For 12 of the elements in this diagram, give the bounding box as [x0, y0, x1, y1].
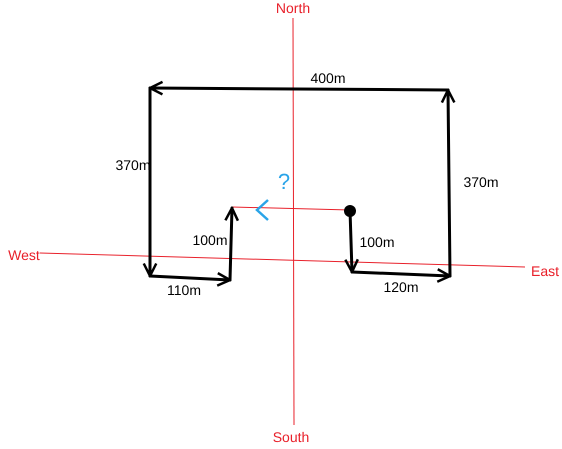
compass-label: North [276, 1, 310, 15]
start-dot [344, 205, 356, 217]
distance-label: 110m [167, 283, 201, 297]
distance-label: 100m [359, 235, 395, 249]
distance-label: 120m [383, 280, 419, 294]
compass-label: West [8, 248, 40, 262]
distance-label: 370m [463, 175, 499, 189]
distance-label: 100m [192, 233, 228, 247]
compass-label: East [531, 264, 559, 278]
compass-label: South [272, 430, 310, 444]
question-mark: ? [278, 171, 290, 193]
distance-label: 400m [310, 71, 346, 85]
